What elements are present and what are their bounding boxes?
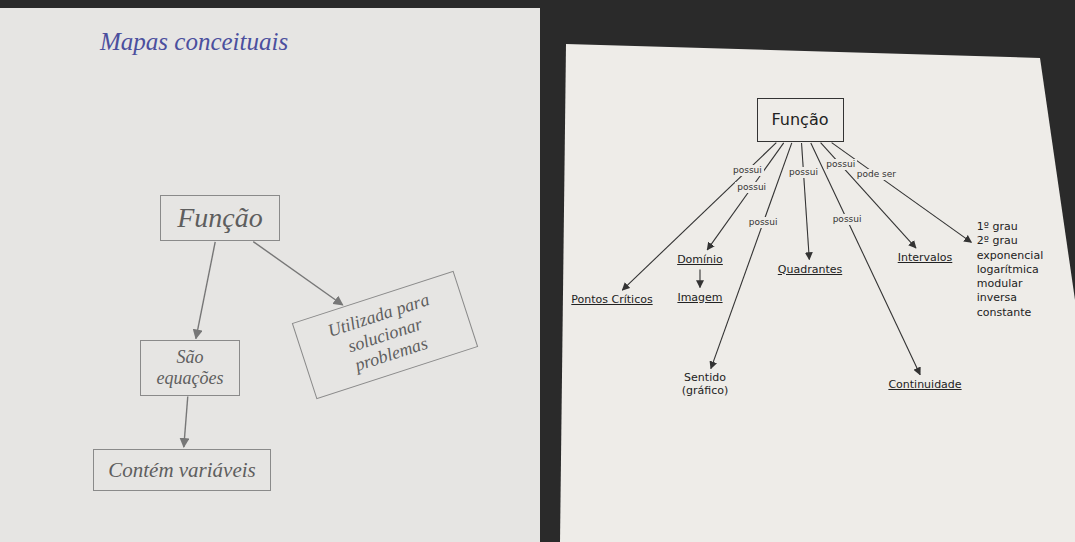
concept-box: Contém variáveis [93, 449, 271, 491]
node-text: modular [977, 277, 1043, 291]
concept-text: Continuidade [885, 377, 964, 394]
concept-text: Imagem [674, 290, 725, 307]
left-paper-page [0, 8, 540, 542]
node-text: Utilizada para solucionar problemas [307, 283, 463, 387]
node-text: Quadrantes [778, 264, 842, 277]
connector-arrow [253, 242, 342, 305]
page-title: Mapas conceituais [100, 28, 288, 56]
edge-label: possui [747, 217, 780, 228]
node-text: Função [772, 111, 829, 129]
node-text: 2º grau [977, 234, 1043, 248]
connector-arrow [821, 143, 916, 248]
node-text: São equações [153, 347, 227, 388]
node-text: Sentido (gráfico) [673, 372, 737, 397]
node-text: Domínio [677, 254, 723, 267]
concept-box: Utilizada para solucionar problemas [292, 271, 478, 400]
right-paper-page [560, 44, 1075, 542]
node-text: inversa [977, 291, 1043, 305]
concept-text: Sentido (gráfico) [670, 370, 740, 399]
node-text: logarítmica [977, 263, 1043, 277]
edge-label: possui [787, 167, 820, 178]
edge-label: possui [735, 182, 768, 193]
connector-arrow [699, 269, 700, 287]
edge-label: pode ser [855, 169, 898, 180]
node-text: Continuidade [888, 379, 961, 392]
concept-text: Domínio [674, 252, 726, 269]
concept-text: Pontos Críticos [568, 292, 655, 309]
concept-text: Intervalos [895, 250, 956, 267]
edge-label: possui [824, 159, 857, 170]
node-text: Pontos Críticos [571, 294, 652, 307]
edge-label: possui [831, 214, 864, 225]
edge-label: possui [731, 165, 764, 176]
connector-arrow [184, 396, 188, 447]
concept-box: Função [160, 195, 280, 241]
connector-arrow [622, 143, 776, 290]
node-text: constante [977, 306, 1043, 320]
node-text: Contém variáveis [108, 458, 256, 482]
connector-arrow [196, 242, 215, 339]
connector-arrow [832, 143, 972, 243]
type-list: 1º grau2º grauexponenciallogarítmicamodu… [973, 218, 1047, 322]
concept-box: São equações [140, 340, 240, 395]
node-text: 1º grau [977, 220, 1043, 234]
node-text: Imagem [677, 292, 722, 305]
connector-arrow [802, 143, 810, 260]
concept-box: Função [757, 98, 844, 142]
concept-text: Quadrantes [775, 262, 845, 279]
node-text: Função [177, 202, 263, 234]
connector-arrow [711, 143, 792, 369]
node-text: exponencial [977, 249, 1043, 263]
node-text: Intervalos [898, 252, 953, 265]
